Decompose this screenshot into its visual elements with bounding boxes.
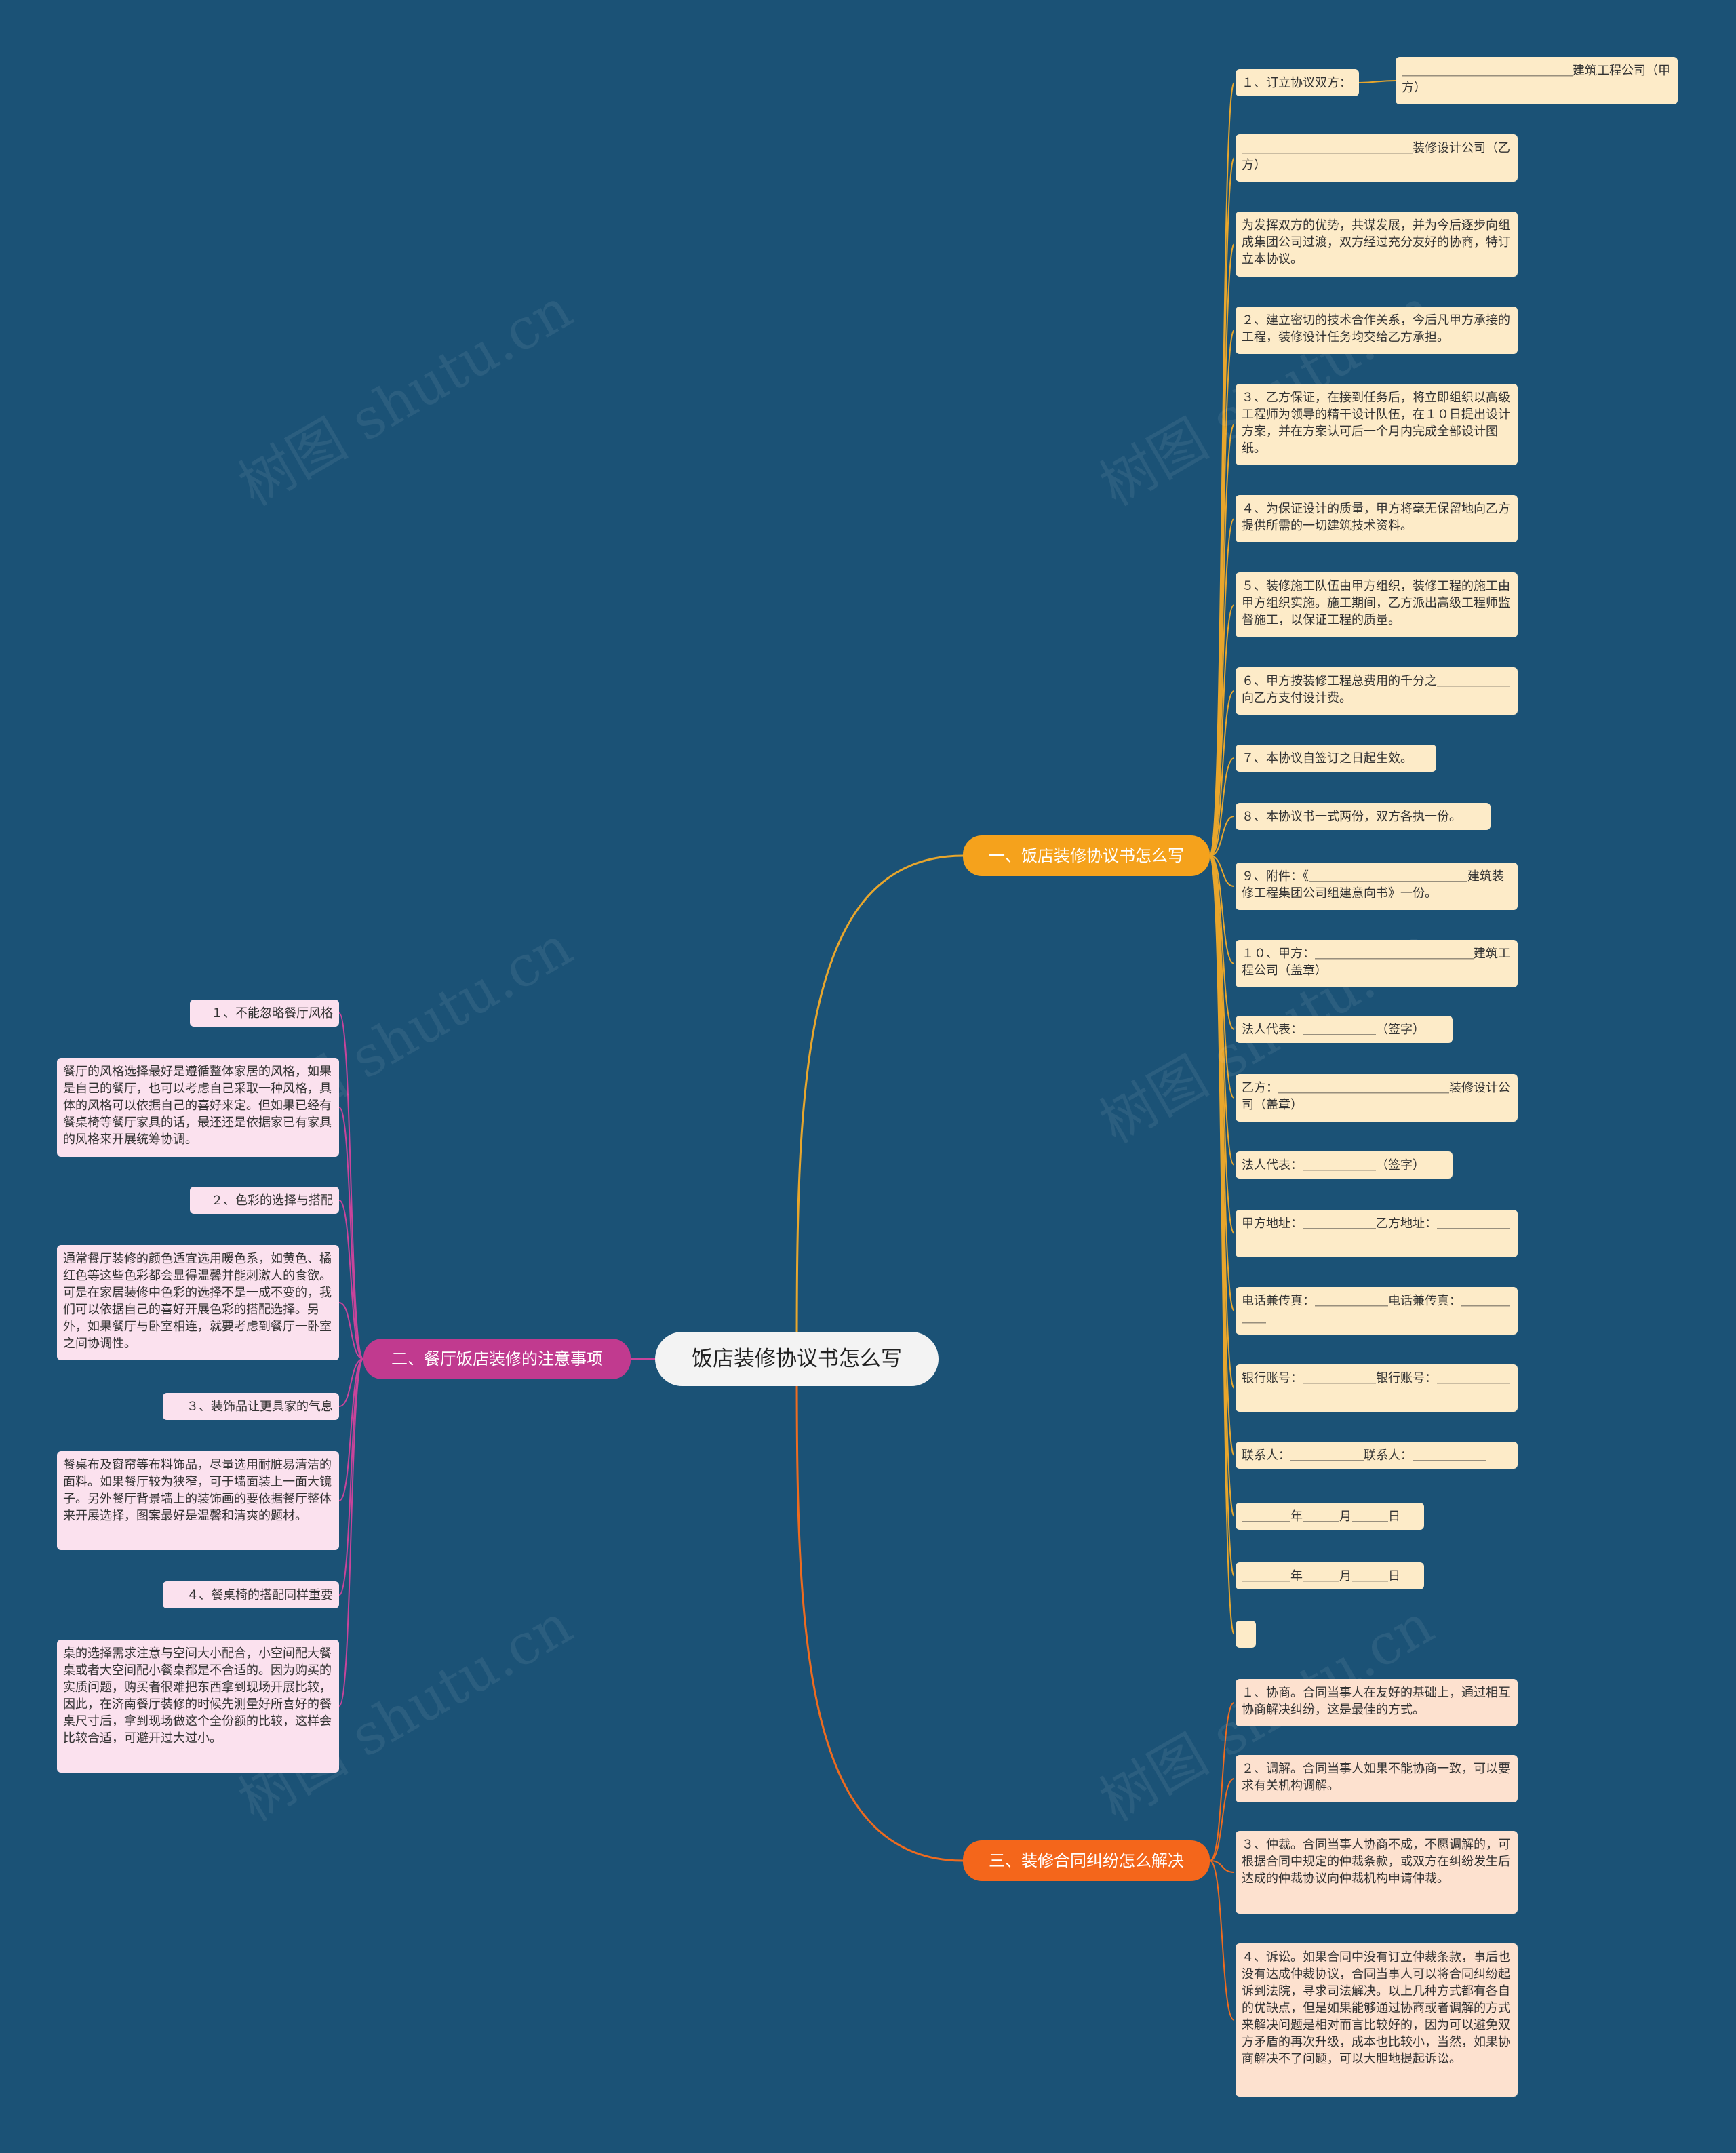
leaf-node[interactable]: ６、甲方按装修工程总费用的千分之＿＿＿＿＿＿向乙方支付设计费。 [1236, 667, 1518, 715]
leaf-node[interactable]: ２、调解。合同当事人如果不能协商一致，可以要求有关机构调解。 [1236, 1755, 1518, 1802]
leaf-node[interactable]: 通常餐厅装修的颜色适宜选用暖色系，如黄色、橘红色等这些色彩都会显得温馨并能刺激人… [57, 1245, 339, 1360]
leaf-node[interactable]: 电话兼传真：＿＿＿＿＿＿电话兼传真：＿＿＿＿＿＿ [1236, 1287, 1518, 1335]
connector-line [1358, 80, 1396, 83]
leaf-node[interactable]: ２、色彩的选择与搭配 [190, 1187, 339, 1214]
leaf-node[interactable]: ＿＿＿＿年＿＿＿月＿＿＿日 [1236, 1503, 1424, 1530]
leaf-node[interactable]: ４、诉讼。如果合同中没有订立仲裁条款，事后也没有达成仲裁协议，合同当事人可以将合… [1236, 1943, 1518, 2097]
leaf-node[interactable]: ３、乙方保证，在接到任务后，将立即组织以高级工程师为领导的精干设计队伍，在１０日… [1236, 384, 1518, 465]
connector-line [1209, 1860, 1235, 2021]
leaf-node[interactable]: ＿＿＿＿＿＿＿＿＿＿＿＿＿＿装修设计公司（乙方） [1236, 134, 1518, 182]
connector-line [338, 1107, 364, 1360]
connector-line [338, 1358, 364, 1707]
connector-line [338, 1200, 364, 1360]
leaf-node[interactable]: 乙方：＿＿＿＿＿＿＿＿＿＿＿＿＿＿装修设计公司（盖章） [1236, 1074, 1518, 1122]
connector-line [1209, 518, 1235, 856]
connector-line [1209, 1860, 1235, 1873]
connector-line [795, 1358, 964, 1862]
connector-line [338, 1358, 364, 1407]
leaf-node[interactable]: ５、装修施工队伍由甲方组织，装修工程的施工由甲方组织实施。施工期间，乙方派出高级… [1236, 572, 1518, 637]
leaf-node[interactable]: 桌的选择需求注意与空间大小配合，小空间配大餐桌或者大空间配小餐桌都是不合适的。因… [57, 1640, 339, 1773]
connector-line [1209, 855, 1235, 887]
connector-line [1209, 855, 1235, 964]
leaf-node[interactable]: 银行账号：＿＿＿＿＿＿银行账号：＿＿＿＿＿＿ [1236, 1364, 1518, 1412]
leaf-node[interactable]: 法人代表：＿＿＿＿＿＿（签字） [1236, 1016, 1453, 1043]
connector-line [795, 854, 964, 1360]
leaf-node[interactable]: ＿＿＿＿＿＿＿＿＿＿＿＿＿＿建筑工程公司（甲方） [1396, 57, 1678, 104]
connector-line [1209, 855, 1235, 1030]
connector-line [1209, 757, 1235, 856]
connector-line [338, 1358, 364, 1596]
leaf-node[interactable]: ８、本协议书一式两份，双方各执一份。 [1236, 803, 1491, 830]
connector-line [1209, 1702, 1235, 1861]
connector-line [1209, 690, 1235, 856]
leaf-node[interactable]: ４、餐桌椅的搭配同样重要 [163, 1581, 339, 1608]
leaf-node[interactable]: １、订立协议双方： [1236, 69, 1359, 96]
leaf-node[interactable]: ９、附件：《＿＿＿＿＿＿＿＿＿＿＿＿＿建筑装修工程集团公司组建意向书》一份。 [1236, 863, 1518, 910]
connector-line [338, 1012, 364, 1360]
branch-topic-2[interactable]: 二、餐厅饭店装修的注意事项 [363, 1339, 631, 1379]
leaf-node[interactable]: ＿＿＿＿年＿＿＿月＿＿＿日 [1236, 1562, 1424, 1589]
root-topic[interactable]: 饭店装修协议书怎么写 [655, 1332, 939, 1386]
leaf-node[interactable]: ３、装饰品让更具家的气息 [163, 1393, 339, 1420]
leaf-node[interactable]: 甲方地址：＿＿＿＿＿＿乙方地址：＿＿＿＿＿＿ [1236, 1210, 1518, 1257]
connector-line [1209, 243, 1235, 856]
connector-line [1209, 816, 1235, 856]
leaf-node[interactable]: ２、建立密切的技术合作关系，今后凡甲方承接的工程，装修设计任务均交给乙方承担。 [1236, 307, 1518, 354]
connector-line [1209, 604, 1235, 856]
leaf-node[interactable]: 法人代表：＿＿＿＿＿＿（签字） [1236, 1151, 1453, 1179]
leaf-node[interactable]: ３、仲裁。合同当事人协商不成，不愿调解的，可根据合同中规定的仲裁条款，或双方在纠… [1236, 1831, 1518, 1914]
leaf-node[interactable]: 餐厅的风格选择最好是遵循整体家居的风格，如果是自己的餐厅，也可以考虑自己采取一种… [57, 1058, 339, 1157]
leaf-node[interactable]: 为发挥双方的优势，共谋发展，并为今后逐步向组成集团公司过渡，双方经过充分友好的协… [1236, 212, 1518, 277]
connector-line [338, 1302, 364, 1360]
leaf-node[interactable]: １、协商。合同当事人在友好的基础上，通过相互协商解决纠纷，这是最佳的方式。 [1236, 1679, 1518, 1726]
leaf-node[interactable]: 联系人：＿＿＿＿＿＿联系人：＿＿＿＿＿＿ [1236, 1442, 1518, 1469]
leaf-node[interactable]: １０、甲方：＿＿＿＿＿＿＿＿＿＿＿＿＿建筑工程公司（盖章） [1236, 940, 1518, 987]
leaf-node[interactable]: １、不能忽略餐厅风格 [190, 1000, 339, 1027]
branch-topic-3[interactable]: 三、装修合同纠纷怎么解决 [963, 1840, 1210, 1881]
leaf-node[interactable]: ７、本协议自签订之日起生效。 [1236, 745, 1436, 772]
connector-line [1209, 855, 1235, 1635]
connector-line [1209, 1778, 1235, 1861]
branch-topic-1[interactable]: 一、饭店装修协议书怎么写 [963, 835, 1210, 876]
connector-line [338, 1358, 364, 1501]
leaf-node[interactable]: 餐桌布及窗帘等布料饰品，尽量选用耐脏易清洁的面料。如果餐厅较为狭窄，可于墙面装上… [57, 1451, 339, 1550]
leaf-node[interactable]: ４、为保证设计的质量，甲方将毫无保留地向乙方提供所需的一切建筑技术资料。 [1236, 495, 1518, 542]
leaf-node-empty[interactable] [1236, 1621, 1256, 1648]
